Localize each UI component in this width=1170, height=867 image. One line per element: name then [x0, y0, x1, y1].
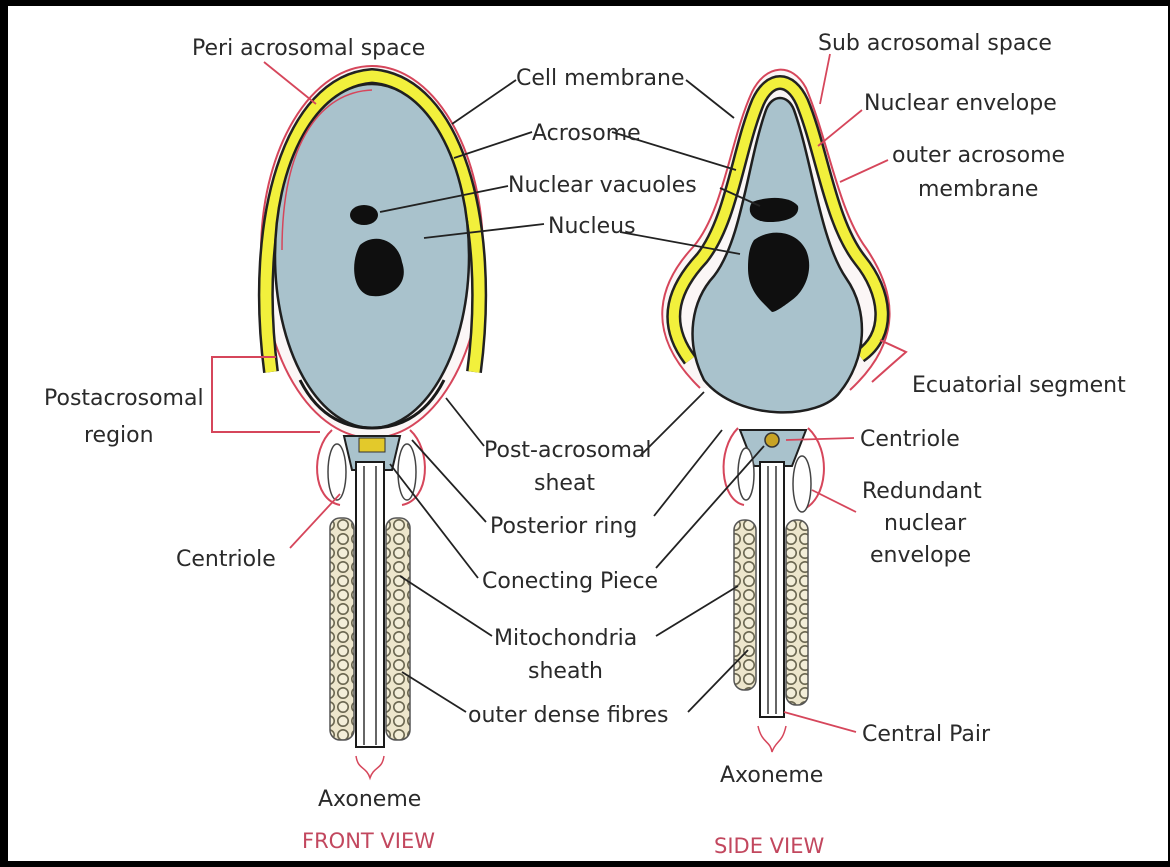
side-left-mitochondria [734, 520, 756, 690]
label-nuclear-envelope: Nuclear envelope [864, 91, 1057, 116]
label-cell-membrane: Cell membrane [516, 66, 684, 91]
side-right-mitochondria [786, 520, 808, 705]
side-view-title: SIDE VIEW [714, 834, 824, 858]
label-acrosome: Acrosome [532, 121, 641, 146]
label-peri-acrosomal-space: Peri acrosomal space [192, 36, 425, 61]
label-central-pair: Central Pair [862, 722, 991, 747]
label-side-centriole: Centriole [860, 427, 960, 452]
label-sub-acrosomal-space: Sub acrosomal space [818, 31, 1052, 56]
label-postacrosomal-line2: region [84, 423, 154, 448]
label-redundant-line3: envelope [870, 543, 971, 568]
label-side-axoneme: Axoneme [720, 763, 823, 788]
label-redundant-line2: nuclear [884, 511, 967, 536]
label-ecuatorial-segment: Ecuatorial segment [912, 373, 1126, 398]
label-nuclear-vacuoles: Nuclear vacuoles [508, 173, 697, 198]
front-small-vacuole [350, 205, 378, 225]
side-centriole [765, 433, 779, 447]
label-front-axoneme: Axoneme [318, 787, 421, 812]
label-postacrosomal-line1: Postacrosomal [44, 386, 204, 411]
side-axoneme [760, 462, 784, 717]
front-view-title: FRONT VIEW [302, 829, 435, 853]
front-axoneme [356, 462, 384, 747]
front-left-mitochondria [330, 518, 354, 740]
label-post-acrosomal-sheat-line2: sheat [534, 471, 595, 496]
front-centriole [359, 438, 385, 452]
label-posterior-ring: Posterior ring [490, 514, 637, 539]
label-redundant-line1: Redundant [862, 479, 982, 504]
label-nucleus: Nucleus [548, 214, 636, 239]
front-right-dense-fibre [398, 444, 416, 500]
label-outer-acrosome-line1: outer acrosome [892, 143, 1065, 168]
label-outer-dense-fibres: outer dense fibres [468, 703, 668, 728]
front-left-dense-fibre [328, 444, 346, 500]
front-right-mitochondria [386, 518, 410, 740]
label-post-acrosomal-sheat-line1: Post-acrosomal [484, 438, 652, 463]
label-outer-acrosome-line2: membrane [918, 177, 1038, 202]
label-front-centriole: Centriole [176, 547, 276, 572]
label-mitochondria-line1: Mitochondria [494, 626, 637, 651]
label-connecting-piece: Conecting Piece [482, 569, 658, 594]
label-mitochondria-line2: sheath [528, 659, 603, 684]
